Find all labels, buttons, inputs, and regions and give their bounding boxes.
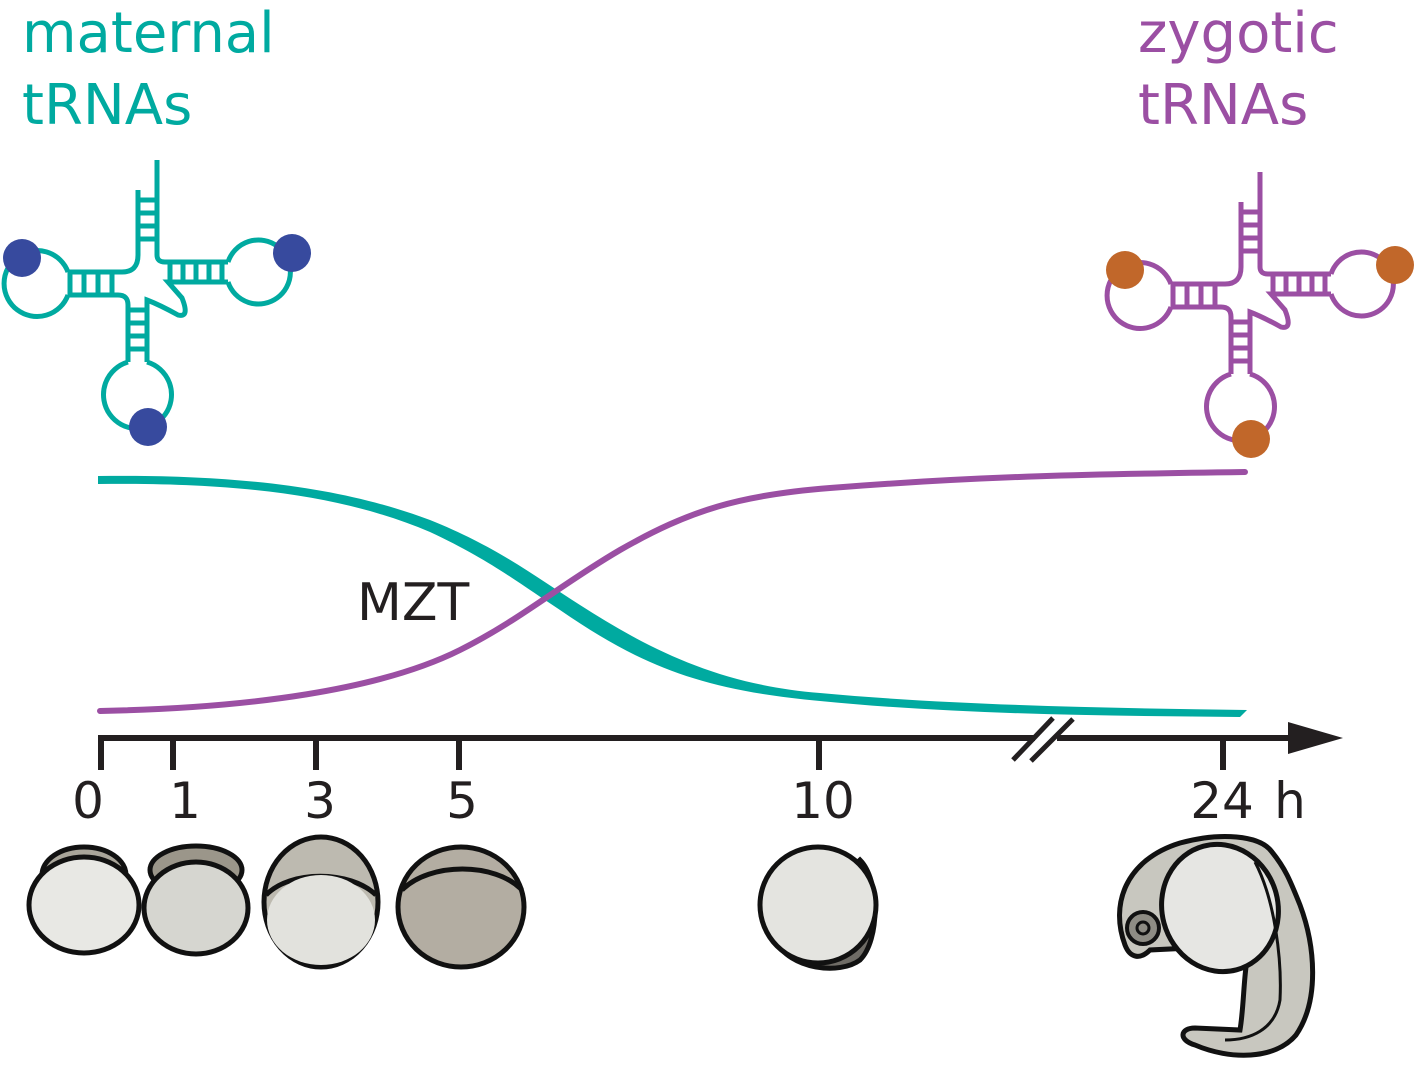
zygotic-label-line1: zygotic xyxy=(1138,1,1339,66)
embryo-1h-icon xyxy=(141,843,251,957)
modification-dot xyxy=(273,234,311,272)
maternal-label-line2: tRNAs xyxy=(22,73,192,138)
maternal-trna-curve xyxy=(98,475,1247,717)
time-axis xyxy=(98,716,1343,770)
tick-label-5: 5 xyxy=(446,772,478,830)
zygotic-label-line2: tRNAs xyxy=(1138,73,1308,138)
maternal-label-line1: maternal xyxy=(22,1,275,66)
embryo-10h-icon xyxy=(757,844,879,971)
modification-dot xyxy=(129,408,167,446)
tick-label-10: 10 xyxy=(791,772,855,830)
tick-label-3: 3 xyxy=(304,772,336,830)
embryo-5h-icon xyxy=(395,844,527,970)
axis-arrow-icon xyxy=(1288,722,1343,754)
tick-label-1: 1 xyxy=(169,772,201,830)
embryo-0h-icon xyxy=(26,844,142,956)
zygotic-trna-icon xyxy=(1104,172,1414,458)
mzt-label: MZT xyxy=(357,573,469,633)
tick-label-24: 24 xyxy=(1190,772,1254,830)
tick-label-0: 0 xyxy=(72,772,104,830)
embryo-3h-icon xyxy=(261,834,381,970)
modification-dot xyxy=(3,239,41,277)
modification-dot xyxy=(1232,420,1270,458)
modification-dot xyxy=(1106,251,1144,289)
modification-dot xyxy=(1376,246,1414,284)
maternal-trna-icon xyxy=(1,160,311,446)
axis-break-icon xyxy=(1011,716,1075,763)
embryo-24h-icon xyxy=(1117,834,1316,1058)
zygotic-trna-curve xyxy=(97,469,1248,714)
axis-unit-label: h xyxy=(1274,772,1306,830)
